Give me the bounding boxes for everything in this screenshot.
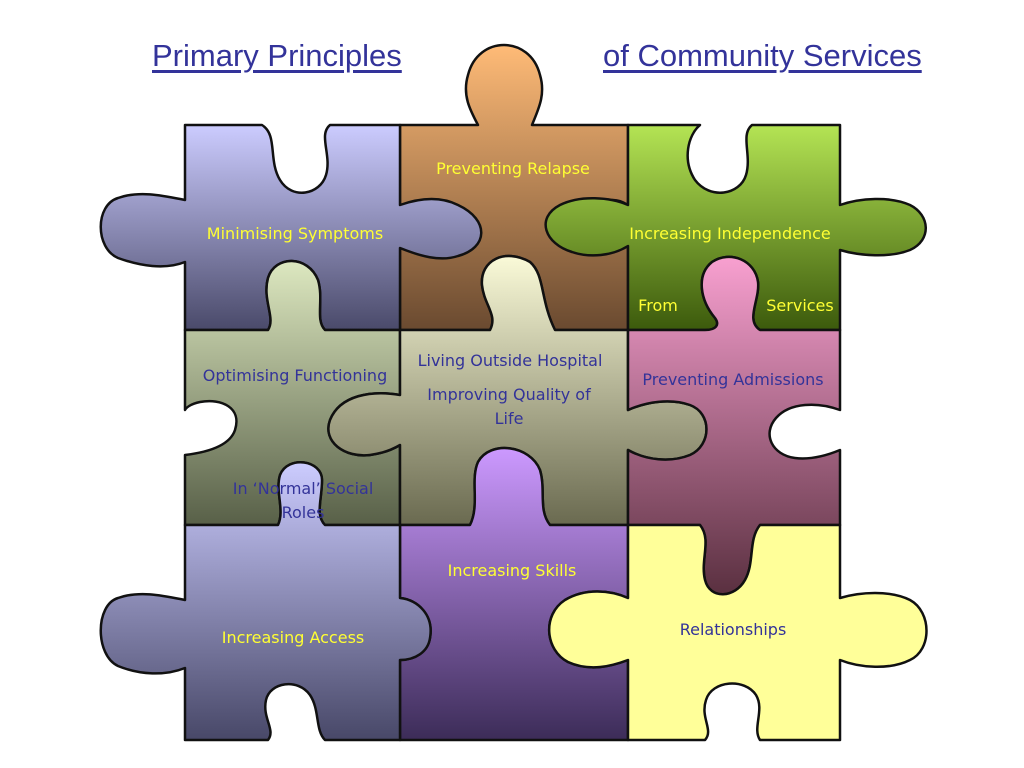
label-increasing-skills: Increasing Skills [420,559,604,583]
label-increasing-access: Increasing Access [200,626,386,650]
label-from: From [628,294,688,318]
label-optimising-functioning: Optimising Functioning [190,364,400,388]
label-minimising-symptoms: Minimising Symptoms [195,222,395,246]
label-services: Services [758,294,842,318]
label-increasing-independence: Increasing Independence [612,222,848,246]
label-preventing-relapse: Preventing Relapse [418,157,608,181]
label-living-outside-hospital: Living Outside Hospital [404,349,616,373]
label-preventing-admissions: Preventing Admissions [630,368,836,392]
label-normal-social-roles: In ‘Normal’ Social Roles [218,477,388,525]
label-improving-quality-of-life: Improving Quality of Life [413,383,605,431]
label-relationships: Relationships [660,618,806,642]
